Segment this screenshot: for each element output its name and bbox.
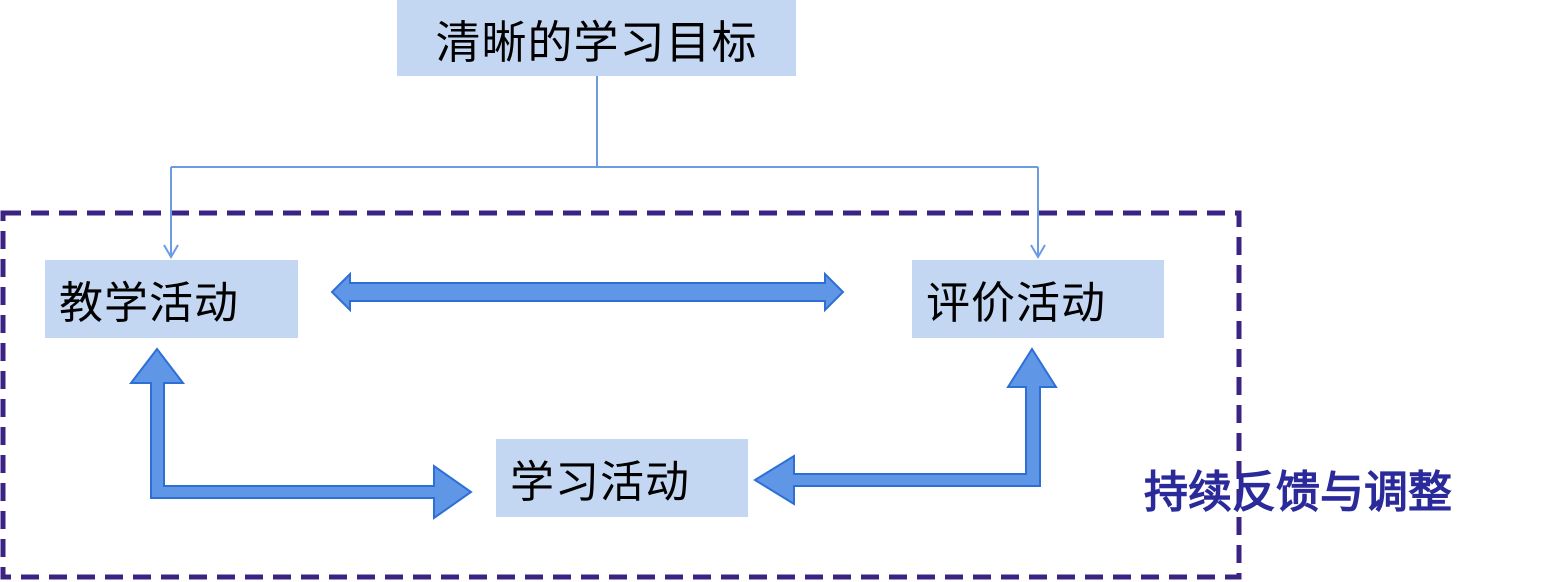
- goal-connectors: [163, 76, 1046, 259]
- assessment-activity-text: 评价活动: [926, 278, 1106, 329]
- teaching-learning-elbow-arrow: [128, 347, 473, 520]
- feedback-loop-boundary: [0, 210, 1242, 580]
- teaching-assessment-double-arrow: [330, 271, 845, 313]
- assessment-activity-box: 评价活动: [912, 260, 1164, 338]
- learning-goal-box: 清晰的学习目标: [397, 0, 796, 76]
- learning-goal-text: 清晰的学习目标: [435, 15, 758, 69]
- learning-activity-text: 学习活动: [510, 457, 690, 508]
- goal-to-teaching-arrowhead: [163, 244, 179, 259]
- teaching-activity-text: 教学活动: [59, 278, 239, 329]
- assessment-learning-elbow-arrow: [753, 347, 1058, 506]
- teaching-activity-box: 教学活动: [45, 260, 298, 338]
- goal-to-assessment-arrowhead: [1030, 244, 1046, 259]
- feedback-loop-label: 持续反馈与调整: [1144, 467, 1452, 518]
- learning-activity-box: 学习活动: [496, 439, 748, 517]
